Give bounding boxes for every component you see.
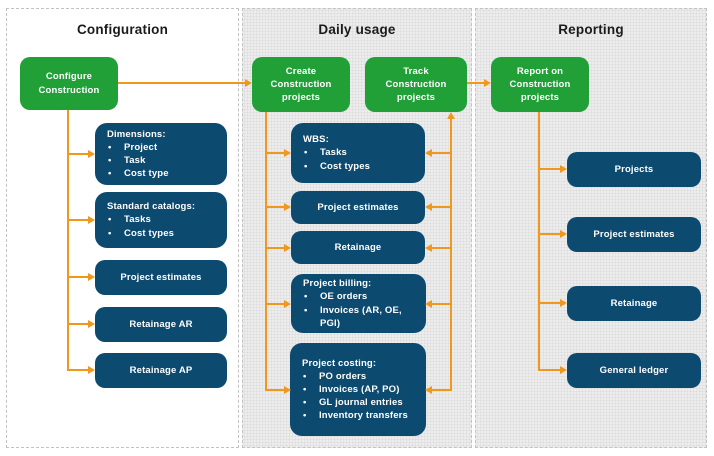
connector-line: [538, 168, 560, 170]
box-label: Projects: [614, 163, 654, 175]
bullet-item: Cost type: [95, 167, 219, 180]
box-title: Standard catalogs:: [107, 201, 196, 213]
arrowhead-right-icon: [88, 320, 95, 328]
connector-line: [67, 219, 88, 221]
box-title: WBS:: [303, 134, 329, 146]
box-retainage-ap: Retainage AP: [95, 353, 227, 388]
arrowhead-right-icon: [284, 149, 291, 157]
connector-line: [265, 112, 267, 391]
box-label: Project estimates: [317, 201, 399, 213]
panel-title-daily-usage: Daily usage: [318, 22, 396, 37]
connector-line: [118, 82, 245, 84]
bullet-item: PO orders: [290, 370, 418, 383]
arrowhead-right-icon: [284, 386, 291, 394]
box-label: Project estimates: [593, 228, 675, 240]
bullet-item: Invoices (AR, OE, PGI): [291, 304, 418, 330]
box-label: Retainage: [334, 241, 382, 253]
arrowhead-right-icon: [88, 216, 95, 224]
box-retainage-ar: Retainage AR: [95, 307, 227, 342]
bullet-item: GL journal entries: [290, 396, 418, 409]
box-title: Project costing:: [302, 357, 377, 369]
connector-line: [67, 369, 88, 371]
bullet-item: Cost types: [291, 160, 417, 173]
arrowhead-right-icon: [484, 79, 491, 87]
connector-line: [467, 82, 484, 84]
box-project-costing: Project costing: PO orders Invoices (AP,…: [290, 343, 426, 436]
connector-line: [538, 233, 560, 235]
arrowhead-left-icon: [425, 244, 432, 252]
connector-line: [67, 153, 88, 155]
connector-line: [432, 247, 450, 249]
box-create-construction-projects: Create Construction projects: [252, 57, 350, 112]
box-label: Configure Construction: [38, 71, 100, 96]
arrowhead-right-icon: [88, 273, 95, 281]
box-label: Retainage AP: [129, 364, 193, 376]
arrowhead-right-icon: [560, 366, 567, 374]
connector-line: [67, 323, 88, 325]
box-project-billing: Project billing: OE orders Invoices (AR,…: [291, 274, 426, 333]
box-retainage-daily: Retainage: [291, 231, 425, 264]
connector-line: [265, 152, 284, 154]
box-label: Project estimates: [120, 271, 202, 283]
panel-title-reporting: Reporting: [558, 22, 624, 37]
arrowhead-left-icon: [425, 300, 432, 308]
box-label: General ledger: [599, 364, 669, 376]
box-dimensions: Dimensions: Project Task Cost type: [95, 123, 227, 185]
box-label: Report on Construction projects: [509, 65, 571, 104]
box-wbs: WBS: Tasks Cost types: [291, 123, 425, 183]
box-label: Track Construction projects: [385, 65, 447, 104]
box-label: Retainage: [610, 297, 658, 309]
bullet-item: Tasks: [95, 213, 219, 226]
box-track-construction-projects: Track Construction projects: [365, 57, 467, 112]
connector-line: [265, 206, 284, 208]
arrowhead-right-icon: [284, 203, 291, 211]
bullet-item: Task: [95, 154, 219, 167]
arrowhead-right-icon: [560, 230, 567, 238]
arrowhead-left-icon: [425, 203, 432, 211]
box-label: Retainage AR: [129, 318, 193, 330]
connector-line: [538, 112, 540, 371]
arrowhead-right-icon: [560, 299, 567, 307]
arrowhead-right-icon: [245, 79, 252, 87]
box-standard-catalogs: Standard catalogs: Tasks Cost types: [95, 192, 227, 248]
box-configure-construction: Configure Construction: [20, 57, 118, 110]
arrowhead-right-icon: [88, 150, 95, 158]
box-general-ledger: General ledger: [567, 353, 701, 388]
connector-line: [432, 206, 450, 208]
bullet-item: Invoices (AP, PO): [290, 383, 418, 396]
box-title: Project billing:: [303, 278, 372, 290]
connector-line: [450, 119, 452, 391]
bullet-item: Cost types: [95, 227, 219, 240]
arrowhead-right-icon: [284, 300, 291, 308]
connector-line: [67, 276, 88, 278]
box-retainage-report: Retainage: [567, 286, 701, 321]
connector-line: [67, 110, 69, 371]
bullet-item: OE orders: [291, 290, 418, 303]
box-title: Dimensions:: [107, 128, 166, 140]
connector-line: [265, 389, 284, 391]
bullet-item: Inventory transfers: [290, 409, 418, 422]
box-project-estimates-config: Project estimates: [95, 260, 227, 295]
arrowhead-right-icon: [88, 366, 95, 374]
arrowhead-right-icon: [284, 244, 291, 252]
box-project-estimates-daily: Project estimates: [291, 191, 425, 224]
arrowhead-left-icon: [425, 149, 432, 157]
box-label: Create Construction projects: [270, 65, 332, 104]
box-report-on-construction-projects: Report on Construction projects: [491, 57, 589, 112]
connector-line: [432, 152, 450, 154]
connector-line: [432, 303, 450, 305]
bullet-item: Tasks: [291, 146, 417, 159]
connector-line: [538, 369, 560, 371]
arrowhead-up-icon: [447, 112, 455, 119]
panel-title-configuration: Configuration: [76, 22, 169, 37]
bullet-item: Project: [95, 141, 219, 154]
connector-line: [432, 389, 450, 391]
arrowhead-right-icon: [560, 165, 567, 173]
arrowhead-left-icon: [425, 386, 432, 394]
connector-line: [265, 247, 284, 249]
connector-line: [265, 303, 284, 305]
connector-line: [538, 302, 560, 304]
box-project-estimates-report: Project estimates: [567, 217, 701, 252]
box-projects-report: Projects: [567, 152, 701, 187]
